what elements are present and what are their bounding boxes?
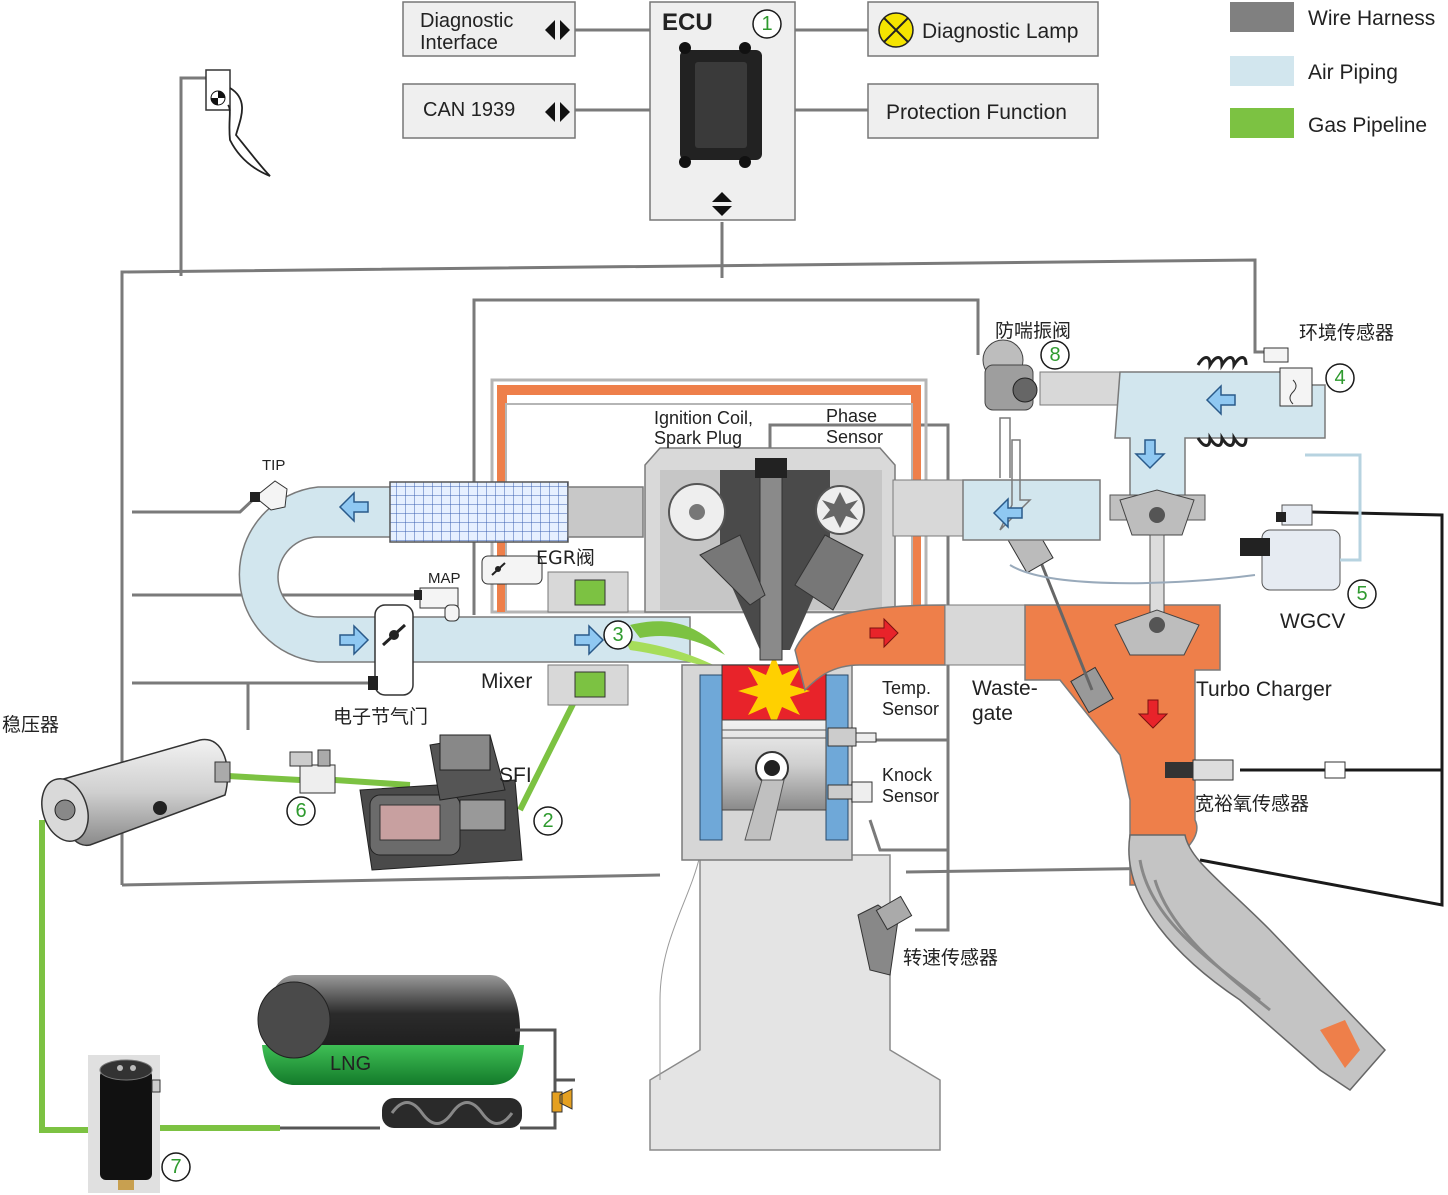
number-badges: 2 3 4 5 6 7 8 bbox=[161, 340, 1377, 1182]
mixer-label: Mixer bbox=[481, 670, 532, 693]
wastegate-label-1: Waste- bbox=[972, 677, 1038, 700]
knock-label-1: Knock bbox=[882, 765, 933, 785]
shutoff-valve bbox=[289, 749, 336, 794]
bidirectional-arrow-icon bbox=[545, 20, 570, 40]
wgcv-label: WGCV bbox=[1280, 610, 1345, 633]
compressor-air-piping bbox=[892, 339, 1326, 656]
phase-label-1: Phase bbox=[826, 406, 877, 426]
oxygen-sensor bbox=[1165, 759, 1346, 781]
legend-swatch-air bbox=[1230, 56, 1294, 86]
map-label: MAP bbox=[428, 570, 461, 587]
svg-text:1: 1 bbox=[761, 13, 772, 35]
flow-arrow-icon bbox=[1205, 384, 1236, 416]
electronic-throttle bbox=[374, 604, 414, 696]
protection-function-box[interactable] bbox=[867, 83, 1099, 139]
turbo-charger bbox=[1109, 489, 1206, 656]
throttle-label: 电子节气门 bbox=[333, 706, 428, 728]
knock-sensor bbox=[827, 781, 873, 803]
gas-pipeline bbox=[39, 698, 578, 1133]
badge-6 bbox=[286, 796, 316, 826]
regulator-label: 稳压器 bbox=[2, 714, 59, 736]
flow-arrow-icon bbox=[1137, 699, 1169, 729]
speed-sensor bbox=[857, 895, 913, 976]
tip-label: TIP bbox=[262, 457, 285, 474]
gas-regulator bbox=[41, 738, 231, 846]
intercooler bbox=[389, 481, 569, 543]
flow-arrow-icon bbox=[574, 624, 605, 656]
o2-sensor-label: 宽裕氧传感器 bbox=[1195, 793, 1309, 815]
badge-1 bbox=[752, 9, 782, 39]
env-sensor-label: 环境传感器 bbox=[1299, 322, 1394, 344]
legend-swatch-gas bbox=[1230, 108, 1294, 138]
speed-sensor-label: 转速传感器 bbox=[903, 947, 998, 969]
svg-text:6: 6 bbox=[295, 800, 306, 822]
ignition-label-2: Spark Plug bbox=[654, 428, 742, 448]
map-sensor bbox=[414, 587, 460, 622]
wastegate-label-2: gate bbox=[972, 702, 1013, 725]
legend-label-wire: Wire Harness bbox=[1308, 7, 1435, 30]
knock-label-2: Sensor bbox=[882, 786, 939, 806]
svg-text:3: 3 bbox=[612, 624, 623, 646]
badge-3 bbox=[603, 620, 633, 650]
badge-4 bbox=[1325, 363, 1355, 393]
svg-text:4: 4 bbox=[1334, 367, 1345, 389]
egr-label: EGR阀 bbox=[536, 547, 595, 569]
exhaust-piping bbox=[794, 522, 1387, 1091]
wire-harness-black bbox=[1199, 510, 1444, 907]
tip-sensor bbox=[250, 480, 288, 511]
svg-text:7: 7 bbox=[170, 1156, 181, 1178]
legend-swatch-wire bbox=[1230, 2, 1294, 32]
turbo-charger-label: Turbo Charger bbox=[1196, 678, 1332, 701]
diagnostic-interface-label: Diagnostic bbox=[420, 10, 513, 32]
svg-text:2: 2 bbox=[542, 810, 553, 832]
gas-filter bbox=[88, 1055, 161, 1193]
badge-8 bbox=[1040, 340, 1070, 370]
component-labels: TIP MAP EGR阀 Mixer 电子节气门 稳压器 SFI Ignitio… bbox=[2, 320, 1394, 1075]
phase-label-2: Sensor bbox=[826, 427, 883, 447]
svg-text:5: 5 bbox=[1356, 583, 1367, 605]
diagnostic-lamp-label: Diagnostic Lamp bbox=[922, 20, 1078, 43]
badge-7 bbox=[161, 1152, 191, 1182]
ecu-title: ECU bbox=[662, 9, 713, 36]
antisurge-label: 防喘振阀 bbox=[995, 320, 1071, 342]
legend: Wire Harness Air Piping Gas Pipeline bbox=[1230, 2, 1435, 138]
svg-text:8: 8 bbox=[1049, 344, 1060, 366]
sfi-label: SFI bbox=[499, 764, 532, 787]
ignition-label-1: Ignition Coil, bbox=[654, 408, 753, 428]
intake-air-piping bbox=[238, 480, 728, 706]
updown-arrow-icon bbox=[712, 192, 732, 216]
badge-2 bbox=[533, 806, 563, 836]
flow-arrow-icon bbox=[992, 497, 1023, 529]
temp-label-1: Temp. bbox=[882, 678, 931, 698]
egr-valve bbox=[481, 555, 543, 585]
flow-arrow-icon bbox=[339, 624, 370, 656]
legend-label-gas: Gas Pipeline bbox=[1308, 114, 1427, 137]
sfi-injector bbox=[359, 734, 523, 871]
wgcv-valve bbox=[1009, 453, 1362, 591]
wire-harness bbox=[120, 28, 1272, 932]
flow-arrow-icon bbox=[869, 617, 899, 649]
flow-arrow-icon bbox=[1134, 439, 1166, 470]
can-label: CAN 1939 bbox=[423, 99, 515, 121]
legend-label-air: Air Piping bbox=[1308, 61, 1398, 84]
antisurge-valve bbox=[982, 339, 1038, 411]
lng-tank bbox=[257, 975, 575, 1130]
temp-sensor bbox=[827, 727, 877, 747]
accelerator-pedal bbox=[205, 69, 271, 177]
lng-label: LNG bbox=[330, 1053, 371, 1075]
svg-text:Interface: Interface bbox=[420, 32, 498, 54]
badge-5 bbox=[1347, 579, 1377, 609]
protection-function-label: Protection Function bbox=[886, 101, 1067, 124]
flow-arrow-icon bbox=[338, 491, 369, 523]
temp-label-2: Sensor bbox=[882, 699, 939, 719]
bidirectional-arrow-icon bbox=[545, 102, 570, 122]
